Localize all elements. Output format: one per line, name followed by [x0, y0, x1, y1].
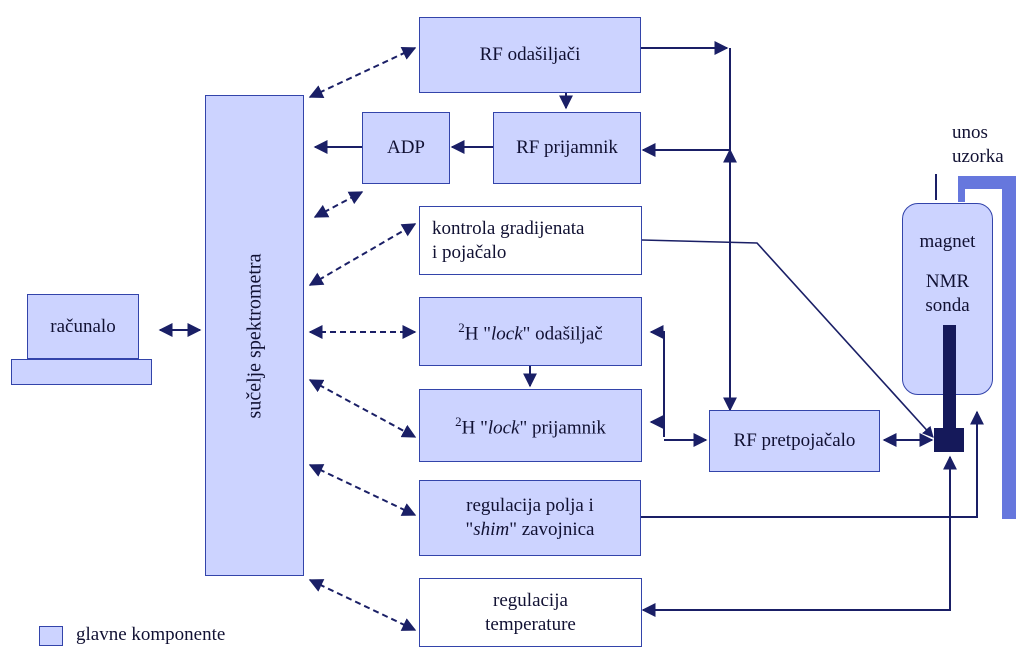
field-regulation: regulacija polja i "shim" zavojnica	[419, 480, 641, 556]
temperature-regulation: regulacija temperature	[419, 578, 642, 647]
rf-receiver: RF prijamnik	[493, 112, 641, 184]
field-line2-em: shim	[473, 519, 510, 540]
rf-transmitters-label: RF odašiljači	[479, 44, 581, 65]
link-interface-adc	[313, 191, 364, 218]
link-gradient-probe	[641, 239, 934, 438]
lock-rx-em: lock	[487, 417, 520, 439]
computer-keyboard	[11, 359, 152, 385]
rf-receiver-label: RF prijamnik	[516, 137, 618, 158]
lock-rx-pre: H "	[461, 417, 488, 439]
link-lock-tx-bus	[649, 325, 665, 437]
spectrometer-interface: sučelje spektrometra	[205, 95, 304, 576]
field-line2-post: " zavojnica	[509, 519, 595, 540]
rf-transmitters: RF odašiljači	[419, 17, 641, 93]
nmr-probe-head	[934, 428, 964, 452]
temp-label-line2: temperature	[485, 613, 576, 635]
lock-tx-isotope: 2	[458, 320, 465, 336]
lock-receiver: 2H "lock" prijamnik	[419, 389, 642, 462]
probe-label-line2: sonda	[925, 295, 970, 316]
legend-swatch	[39, 626, 63, 646]
lock-transmitter: 2H "lock" odašiljač	[419, 297, 642, 366]
lock-rx-label: 2H "lock" prijamnik	[455, 410, 606, 440]
link-interface-gradient	[308, 223, 417, 286]
sample-label-line2: uzorka	[952, 146, 1004, 167]
lock-tx-em: lock	[491, 323, 523, 345]
field-label-line2: "shim" zavojnica	[466, 518, 595, 542]
lock-tx-label: 2H "lock" odašiljač	[458, 316, 602, 346]
adc: ADP	[362, 112, 450, 184]
link-temp-probe	[641, 455, 957, 617]
computer-label: računalo	[50, 315, 116, 337]
field-line2-pre: "	[465, 519, 474, 540]
sample-label-line1: unos	[952, 122, 988, 143]
link-interface-field	[308, 464, 417, 516]
link-interface-lock-rx	[308, 379, 417, 438]
rf-preamplifier: RF pretpojačalo	[709, 410, 880, 472]
gradient-label-line1: kontrola gradijenata	[432, 217, 585, 239]
field-label-line1: regulacija polja i	[466, 495, 594, 516]
lock-rx-post: " prijamnik	[519, 417, 606, 439]
gradient-control: kontrola gradijenata i pojačalo	[419, 206, 642, 275]
gradient-label-line2: i pojačalo	[432, 241, 507, 263]
lock-tx-pre: H "	[464, 323, 492, 345]
lock-tx-post: " odašiljač	[522, 323, 603, 345]
link-interface-rf-transmitters	[308, 46, 417, 99]
lock-rx-isotope: 2	[455, 414, 462, 430]
temp-label-line1: regulacija	[493, 589, 568, 611]
legend-label: glavne komponente	[76, 624, 226, 645]
adc-label: ADP	[386, 137, 425, 158]
nmr-probe-stem	[943, 325, 956, 430]
link-interface-temp	[308, 579, 417, 631]
sample-insertion-label: unos uzorka	[952, 121, 1004, 169]
rf-preamplifier-label: RF pretpojačalo	[733, 430, 856, 451]
sample-insertion-bar	[1002, 176, 1016, 519]
sample-insertion-top	[958, 176, 1002, 189]
probe-label-line1: NMR	[925, 271, 970, 292]
magnet-label: magnet	[919, 231, 976, 252]
sample-insertion-tab	[958, 176, 965, 202]
computer-screen: računalo	[27, 294, 139, 359]
interface-label: sučelje spektrometra	[243, 253, 266, 418]
